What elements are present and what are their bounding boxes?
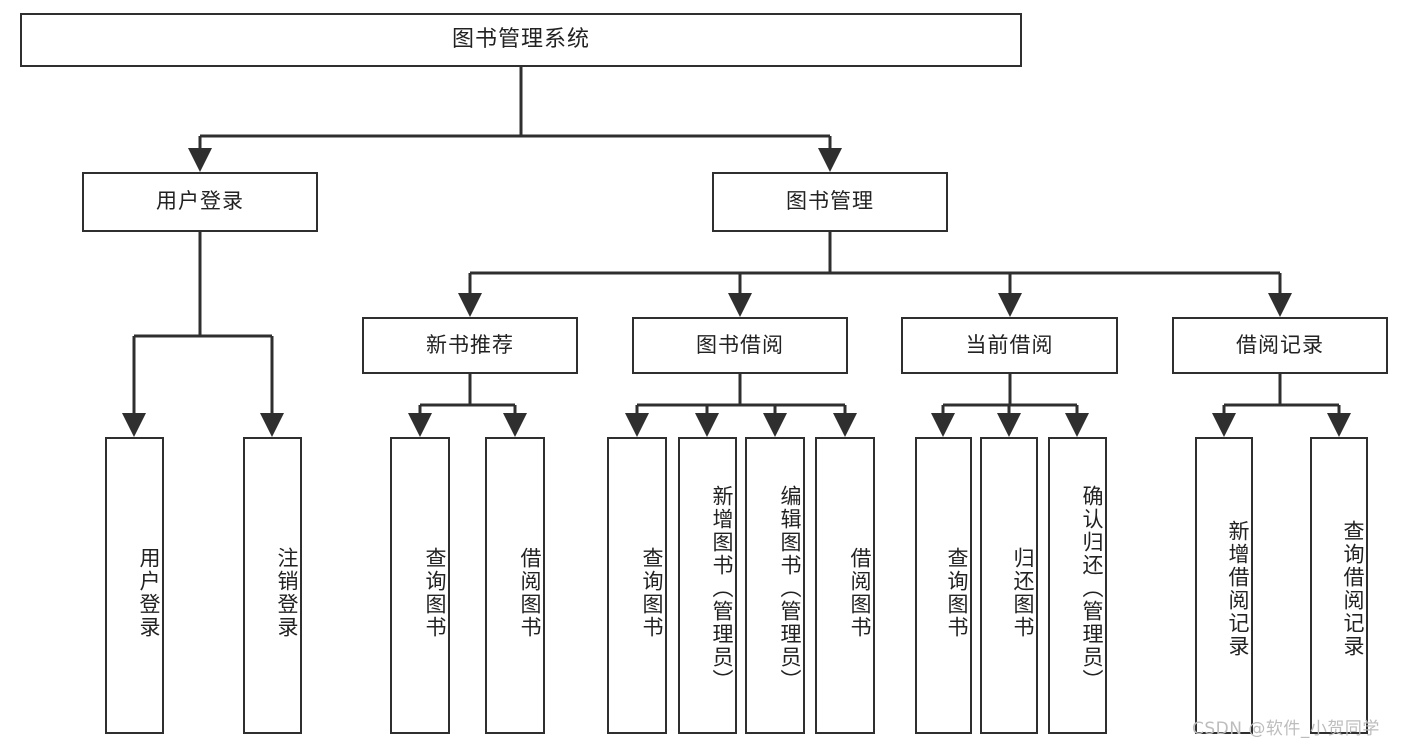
node-leaf-logout-label: 注销登录 [275,546,299,639]
node-leaf-borrow-book[interactable]: 借阅图书 [815,437,875,734]
node-book-manage-label: 图书管理 [786,189,874,214]
node-borrow-record-label: 借阅记录 [1236,332,1324,357]
node-user-login-label: 用户登录 [156,189,244,214]
node-leaf-current-query[interactable]: 查询图书 [915,437,972,734]
node-book-borrow-label: 图书借阅 [696,332,784,357]
node-leaf-current-return-label: 归还图书 [1011,546,1035,639]
node-leaf-current-return[interactable]: 归还图书 [980,437,1038,734]
node-leaf-newbook-borrow-label: 借阅图书 [518,546,542,639]
node-leaf-current-confirm-label: 确认归还（管理员） [1080,485,1104,692]
node-leaf-borrow-query-label: 查询图书 [640,546,664,639]
node-leaf-current-confirm[interactable]: 确认归还（管理员） [1048,437,1107,734]
node-leaf-record-query[interactable]: 查询借阅记录 [1310,437,1368,734]
node-leaf-borrow-add[interactable]: 新增图书（管理员） [678,437,737,734]
node-current-borrow-label: 当前借阅 [965,332,1054,357]
node-leaf-record-add-label: 新增借阅记录 [1226,519,1250,658]
node-user-login[interactable]: 用户登录 [82,172,318,232]
node-leaf-borrow-edit[interactable]: 编辑图书（管理员） [745,437,805,734]
node-new-book-recommend[interactable]: 新书推荐 [362,317,578,374]
node-leaf-borrow-book-label: 借阅图书 [848,546,872,639]
node-leaf-current-query-label: 查询图书 [945,546,969,639]
node-leaf-newbook-borrow[interactable]: 借阅图书 [485,437,545,734]
node-leaf-borrow-add-label: 新增图书（管理员） [710,485,734,692]
node-leaf-record-add[interactable]: 新增借阅记录 [1195,437,1253,734]
node-leaf-user-login-label: 用户登录 [137,546,161,639]
node-leaf-newbook-query[interactable]: 查询图书 [390,437,450,734]
node-leaf-borrow-edit-label: 编辑图书（管理员） [778,485,802,692]
node-root-system-label: 图书管理系统 [451,26,590,52]
node-leaf-user-login[interactable]: 用户登录 [105,437,164,734]
node-borrow-record[interactable]: 借阅记录 [1172,317,1388,374]
node-leaf-record-query-label: 查询借阅记录 [1341,519,1365,658]
node-leaf-borrow-query[interactable]: 查询图书 [607,437,667,734]
node-leaf-newbook-query-label: 查询图书 [423,546,447,639]
node-root-system[interactable]: 图书管理系统 [20,13,1022,67]
node-book-manage[interactable]: 图书管理 [712,172,948,232]
node-leaf-logout[interactable]: 注销登录 [243,437,302,734]
node-current-borrow[interactable]: 当前借阅 [901,317,1118,374]
node-new-book-recommend-label: 新书推荐 [426,332,514,357]
node-book-borrow[interactable]: 图书借阅 [632,317,848,374]
